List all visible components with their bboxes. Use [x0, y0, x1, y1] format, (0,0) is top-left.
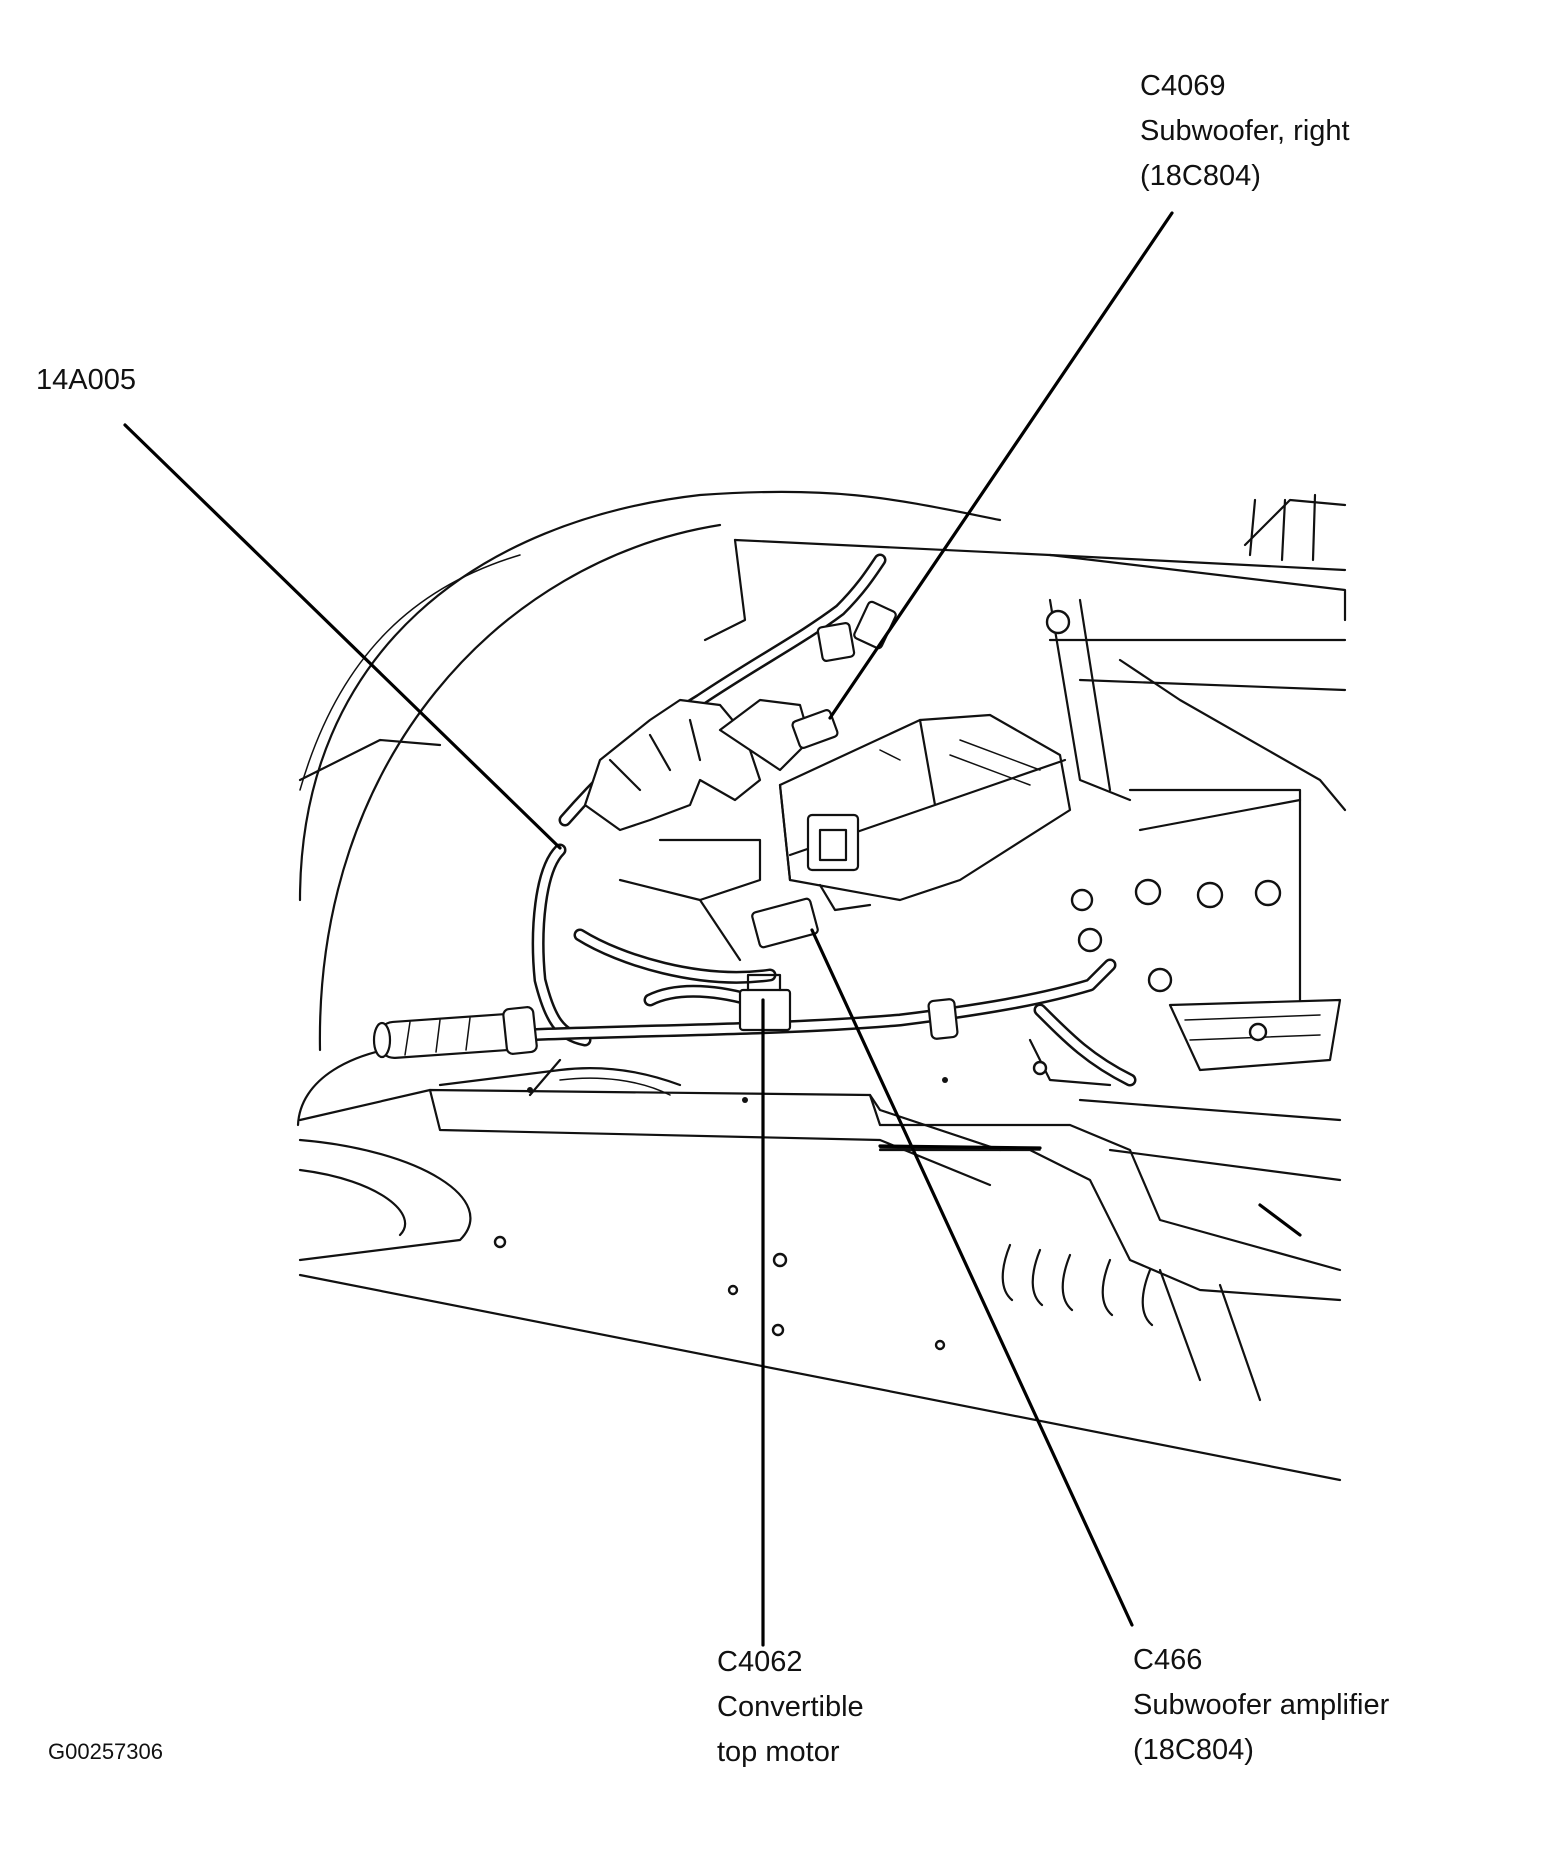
leader-C4069 — [828, 211, 1174, 720]
callout-harness: 14A005 — [36, 358, 136, 403]
callout-subwoofer-amplifier-line-1: C466 — [1133, 1644, 1203, 1676]
callout-subwoofer-right-line-3: (18C804) — [1140, 159, 1261, 192]
bulkhead-panels — [298, 493, 1347, 1002]
floor-pan — [298, 998, 1342, 1482]
callout-convertible-top-motor-line-3: top motor — [717, 1735, 840, 1768]
callout-convertible-top-motor-line-2: Convertible — [717, 1690, 864, 1723]
bolts — [493, 609, 1282, 1351]
callout-convertible-top-motor-line-1: C4062 — [717, 1646, 803, 1678]
connectors — [738, 600, 897, 1032]
callout-subwoofer-amplifier: C466 Subwoofer amplifier (18C804) — [1133, 1638, 1389, 1773]
callout-subwoofer-right: C4069 Subwoofer, right (18C804) — [1140, 64, 1350, 199]
callout-subwoofer-amplifier-line-3: (18C804) — [1133, 1733, 1254, 1766]
mounting-bracket — [583, 698, 812, 962]
leader-14A005 — [123, 423, 562, 850]
amplifier-housing — [778, 713, 1072, 912]
callout-subwoofer-right-line-2: Subwoofer, right — [1140, 114, 1350, 147]
leader-C466 — [810, 928, 1134, 1627]
fender-outline — [296, 490, 1002, 1127]
callout-harness-line-1: 14A005 — [36, 364, 136, 396]
leader-lines — [123, 211, 1174, 1647]
callout-subwoofer-right-line-1: C4069 — [1140, 70, 1226, 102]
figure-id: G00257306 — [48, 1739, 163, 1764]
callout-subwoofer-amplifier-line-2: Subwoofer amplifier — [1133, 1688, 1390, 1721]
callout-convertible-top-motor: C4062 Convertible top motor — [717, 1640, 864, 1775]
